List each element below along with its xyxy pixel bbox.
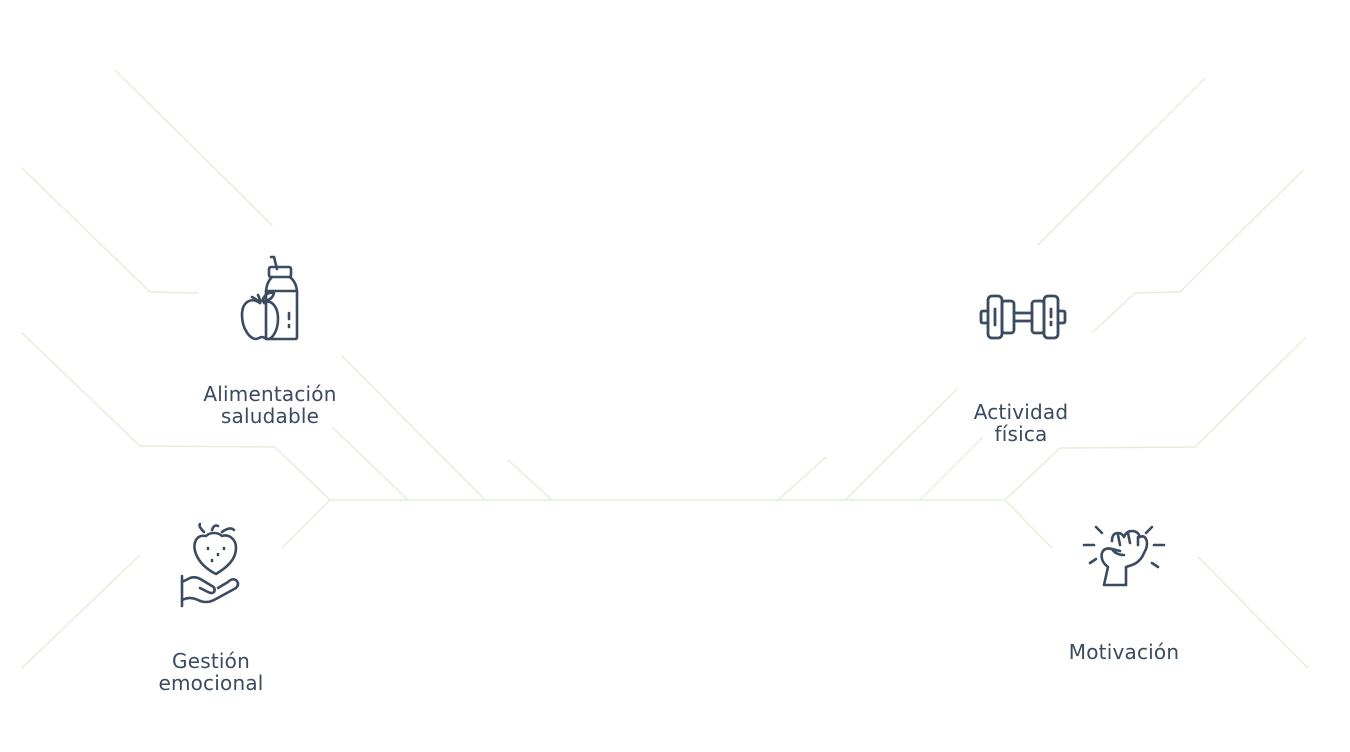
connector-line	[1004, 337, 1306, 501]
apple-bottle-icon	[238, 255, 302, 343]
connector-line	[21, 167, 199, 294]
connector-line	[777, 456, 827, 501]
connector-line	[1004, 499, 1053, 549]
node-label-actividad: Actividad física	[941, 401, 1101, 445]
label-line: Gestión	[172, 649, 250, 673]
label-line: saludable	[220, 404, 320, 428]
connector-line	[21, 554, 141, 669]
connector-line	[114, 69, 273, 226]
label-line: Motivación	[1068, 640, 1180, 664]
label-line: física	[994, 422, 1048, 446]
connector-line	[281, 499, 331, 549]
connector-line	[1092, 169, 1304, 333]
raised-fist-icon	[1082, 523, 1166, 589]
connector-line	[341, 355, 486, 501]
node-label-motivacion: Motivación	[1044, 641, 1204, 663]
label-line: Alimentación	[203, 382, 337, 406]
node-label-alimentacion: Alimentación saludable	[190, 383, 350, 427]
dumbbell-icon	[979, 293, 1067, 341]
connector-line	[1197, 556, 1309, 669]
connector-line	[844, 388, 958, 501]
connector-line	[331, 426, 409, 501]
connector-line	[1037, 77, 1206, 246]
label-line: emocional	[158, 671, 264, 695]
connector-line	[21, 332, 331, 501]
label-line: Actividad	[973, 400, 1069, 424]
connector-line	[919, 437, 983, 501]
heart-hand-icon	[178, 522, 244, 608]
connector-line	[507, 459, 553, 501]
node-label-gestion: Gestión emocional	[131, 650, 291, 694]
